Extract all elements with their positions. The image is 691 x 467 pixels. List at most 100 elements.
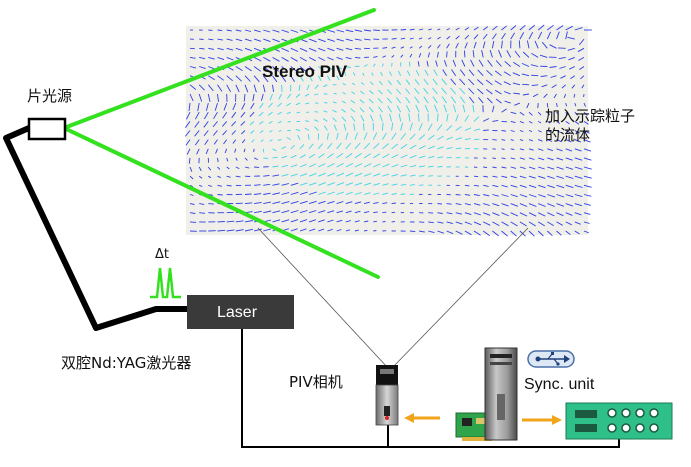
- velocity-vector: [510, 203, 519, 207]
- velocity-vector: [446, 136, 453, 141]
- velocity-vector: [473, 128, 481, 131]
- velocity-vector: [538, 139, 543, 142]
- velocity-vector: [235, 38, 243, 42]
- velocity-vector: [510, 212, 519, 217]
- velocity-vector: [208, 38, 214, 41]
- velocity-vector: [244, 193, 252, 195]
- stereo-piv-label: Stereo PIV: [262, 62, 348, 81]
- velocity-vector: [391, 132, 397, 140]
- velocity-vector: [578, 57, 585, 61]
- velocity-vector: [565, 121, 570, 125]
- velocity-vector: [583, 148, 592, 152]
- velocity-vector: [472, 104, 475, 113]
- velocity-vector: [333, 124, 338, 131]
- velocity-vector: [513, 61, 521, 67]
- velocity-vector: [336, 29, 345, 33]
- velocity-vector: [492, 230, 499, 237]
- velocity-vector: [495, 60, 502, 67]
- velocity-vector: [417, 61, 420, 67]
- pulse-pair-icon: [150, 267, 181, 299]
- velocity-vector: [437, 135, 444, 140]
- velocity-vector: [504, 60, 511, 67]
- velocity-vector: [189, 184, 194, 188]
- velocity-vector: [305, 120, 310, 122]
- velocity-vector: [483, 221, 491, 226]
- velocity-vector: [199, 47, 205, 50]
- velocity-vector: [423, 96, 429, 104]
- velocity-vector: [281, 164, 288, 168]
- velocity-vector: [574, 102, 577, 107]
- velocity-vector: [423, 78, 429, 86]
- velocity-vector: [391, 154, 399, 159]
- velocity-vector: [269, 130, 273, 133]
- velocity-vector: [226, 220, 235, 223]
- velocity-vector: [359, 99, 365, 104]
- velocity-vector: [290, 219, 299, 223]
- velocity-vector: [437, 166, 443, 168]
- velocity-vector: [510, 157, 516, 160]
- velocity-vector: [518, 40, 521, 49]
- velocity-vector: [510, 139, 514, 141]
- velocity-vector: [459, 96, 466, 104]
- velocity-vector: [290, 144, 296, 150]
- velocity-vector: [281, 57, 289, 62]
- velocity-vector: [254, 193, 262, 195]
- velocity-vector: [214, 102, 218, 111]
- velocity-vector: [272, 57, 280, 62]
- velocity-vector: [409, 164, 417, 168]
- velocity-vector: [378, 106, 383, 113]
- velocity-vector: [521, 73, 530, 77]
- velocity-vector: [380, 71, 383, 76]
- velocity-vector: [468, 69, 475, 76]
- velocity-vector: [327, 29, 336, 33]
- velocity-vector: [464, 221, 472, 225]
- velocity-vector: [373, 55, 378, 58]
- velocity-vector: [314, 93, 319, 96]
- velocity-vector: [583, 194, 592, 197]
- velocity-vector: [395, 97, 402, 104]
- velocity-vector: [501, 194, 509, 197]
- velocity-vector: [556, 230, 562, 236]
- velocity-vector: [528, 166, 536, 170]
- velocity-vector: [382, 192, 389, 195]
- velocity-vector: [503, 91, 511, 95]
- velocity-vector: [510, 25, 517, 31]
- velocity-vector: [528, 203, 537, 207]
- velocity-vector: [198, 175, 203, 179]
- velocity-vector: [336, 191, 344, 195]
- velocity-vector: [286, 93, 292, 99]
- velocity-vector: [537, 230, 544, 237]
- velocity-vector: [231, 121, 237, 127]
- velocity-vector: [354, 29, 363, 32]
- velocity-vector: [213, 111, 218, 119]
- velocity-vector: [506, 50, 512, 58]
- velocity-vector: [437, 156, 444, 159]
- velocity-vector: [272, 201, 281, 205]
- velocity-vector: [326, 133, 329, 140]
- velocity-vector: [254, 201, 262, 205]
- velocity-vector: [574, 194, 583, 198]
- velocity-vector: [263, 201, 271, 205]
- velocity-vector: [556, 111, 559, 115]
- laser-type-label: 双腔Nd:YAG激光器: [61, 354, 191, 372]
- velocity-vector: [396, 79, 402, 86]
- velocity-vector: [323, 125, 328, 131]
- velocity-vector: [446, 113, 449, 122]
- velocity-vector: [437, 221, 444, 224]
- velocity-vector: [537, 31, 543, 40]
- velocity-vector: [204, 139, 209, 146]
- velocity-vector: [198, 93, 203, 102]
- velocity-vector: [277, 111, 282, 115]
- velocity-vector: [250, 130, 255, 134]
- velocity-vector: [476, 79, 484, 86]
- velocity-vector: [464, 194, 471, 196]
- velocity-vector: [492, 175, 498, 178]
- velocity-vector: [327, 228, 333, 232]
- velocity-vector: [195, 111, 200, 120]
- velocity-vector: [455, 114, 459, 122]
- velocity-vector: [253, 157, 258, 161]
- velocity-vector: [473, 41, 477, 49]
- velocity-vector: [556, 31, 560, 40]
- velocity-vector: [549, 66, 557, 68]
- velocity-vector: [224, 148, 228, 154]
